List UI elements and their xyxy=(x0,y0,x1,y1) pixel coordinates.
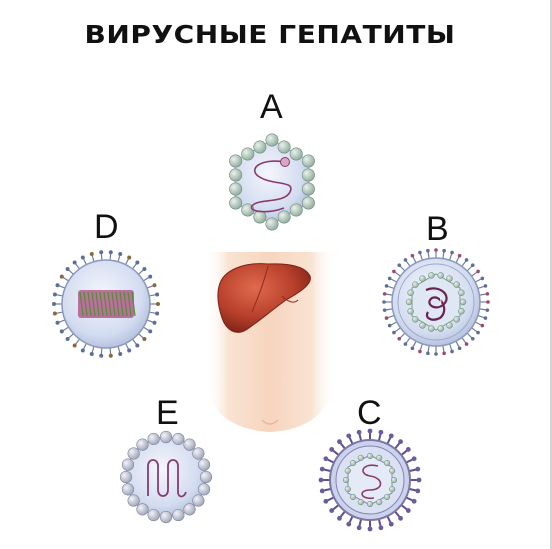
right-border xyxy=(550,0,552,549)
virus-a xyxy=(229,133,315,231)
virus-d xyxy=(52,250,160,358)
virus-a-label: A xyxy=(260,88,283,126)
virus-c xyxy=(318,428,422,532)
virus-d-label: D xyxy=(94,208,119,246)
virus-c-label: C xyxy=(357,394,382,432)
virus-e-label: E xyxy=(156,394,179,432)
liver xyxy=(217,263,311,333)
virus-b-label: B xyxy=(426,210,449,248)
virus-b xyxy=(382,248,490,356)
page-title: ВИРУСНЫЕ ГЕПАТИТЫ xyxy=(84,20,456,49)
virus-e xyxy=(119,430,213,524)
